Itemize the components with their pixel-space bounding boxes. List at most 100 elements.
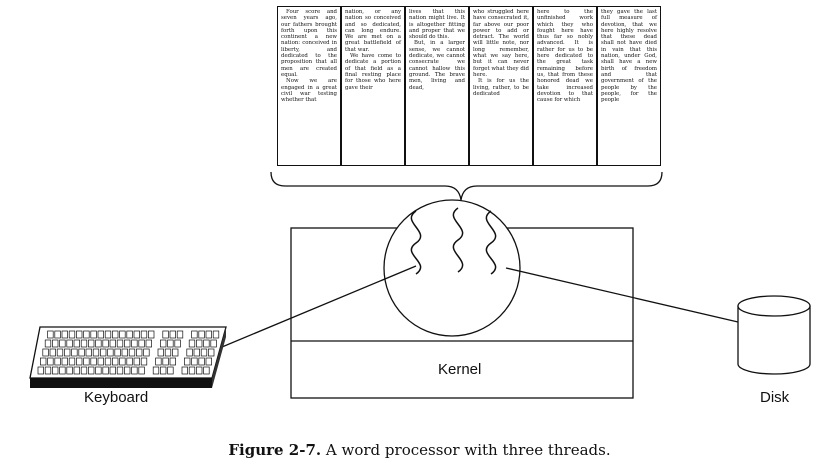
keyboard-key	[61, 357, 68, 366]
keyboard-key	[68, 330, 76, 339]
keyboard-key	[83, 357, 90, 366]
figure-caption: Figure 2-7. A word processor with three …	[0, 441, 839, 459]
document-brace	[270, 171, 663, 201]
keyboard-key	[160, 366, 167, 375]
keyboard-key	[157, 348, 164, 357]
keyboard-key	[169, 357, 176, 366]
keyboard-key	[176, 330, 184, 339]
keyboard-key	[104, 357, 112, 366]
keyboard-key	[100, 348, 107, 357]
keyboard-key	[112, 330, 119, 339]
keyboard-key	[140, 330, 148, 339]
keyboard-key	[47, 357, 54, 366]
keyboard-key	[102, 366, 109, 375]
keyboard-key	[73, 366, 80, 375]
keyboard-key	[198, 330, 205, 339]
keyboard-key	[143, 348, 150, 357]
keyboard-key	[68, 357, 76, 366]
keyboard-key	[188, 339, 196, 348]
keyboard-key	[198, 357, 205, 366]
keyboard-key	[203, 366, 210, 375]
keyboard-key	[61, 330, 68, 339]
figure-number: Figure 2-7.	[228, 441, 322, 459]
keyboard-key	[188, 366, 196, 375]
keyboard-key	[76, 330, 83, 339]
process-circle	[383, 199, 521, 337]
keyboard-key	[169, 330, 176, 339]
keyboard-key	[59, 366, 66, 375]
thread-3	[485, 210, 497, 275]
keyboard-key	[205, 357, 212, 366]
keyboard-key	[37, 366, 44, 375]
keyboard-key	[102, 339, 109, 348]
keyboard-key	[126, 357, 133, 366]
keyboard-key	[73, 339, 80, 348]
keyboard-key	[155, 357, 162, 366]
keyboard-key	[119, 357, 126, 366]
keyboard-key	[47, 330, 54, 339]
keyboard-key	[167, 339, 174, 348]
keyboard-key	[52, 339, 59, 348]
keyboard-key	[138, 339, 145, 348]
keyboard-key	[97, 357, 104, 366]
keyboard-key	[119, 330, 126, 339]
keyboard-key	[128, 348, 136, 357]
keyboard-key	[49, 348, 56, 357]
keyboard-key	[80, 366, 88, 375]
keyboard-key	[78, 348, 85, 357]
keyboard-key	[136, 348, 143, 357]
keyboard-key	[90, 357, 97, 366]
keyboard-key	[56, 348, 64, 357]
keyboard-key	[124, 366, 131, 375]
keyboard-key	[145, 339, 152, 348]
keyboard-key	[191, 330, 198, 339]
keyboard-key	[54, 357, 61, 366]
keyboard-key	[109, 339, 116, 348]
keyboard-key	[59, 339, 66, 348]
keyboard-key	[162, 357, 169, 366]
keyboard-key	[208, 348, 215, 357]
disk-icon	[737, 295, 811, 375]
keyboard-key	[131, 339, 138, 348]
keyboard-key	[83, 330, 90, 339]
keyboard-key	[193, 348, 200, 357]
keyboard-key	[64, 348, 71, 357]
keyboard-key	[174, 339, 181, 348]
keyboard-key	[133, 330, 140, 339]
keyboard-key	[88, 366, 95, 375]
keyboard-key	[44, 339, 52, 348]
keyboard-key	[184, 357, 191, 366]
keyboard-key	[71, 348, 78, 357]
keyboard-key	[164, 348, 172, 357]
keyboard-key	[54, 330, 61, 339]
keyboard-key	[95, 339, 102, 348]
keyboard-key	[116, 366, 124, 375]
keyboard-key	[196, 339, 203, 348]
keyboard-key	[160, 339, 167, 348]
keyboard-key	[42, 348, 49, 357]
keyboard-key	[133, 357, 140, 366]
keyboard-key	[162, 330, 169, 339]
keyboard-key	[124, 339, 131, 348]
figure-caption-text: A word processor with three threads.	[325, 441, 611, 459]
thread-2	[452, 207, 464, 273]
keyboard-key	[152, 366, 160, 375]
keyboard-key	[131, 366, 138, 375]
keyboard-key	[191, 357, 198, 366]
keyboard-key	[116, 339, 124, 348]
keyboard-key	[44, 366, 52, 375]
keyboard-key	[97, 330, 104, 339]
keyboard-key	[196, 366, 203, 375]
keyboard-key	[121, 348, 128, 357]
keyboard-key	[212, 330, 220, 339]
keyboard-key	[85, 348, 92, 357]
keyboard-key	[90, 330, 97, 339]
keyboard-key	[112, 357, 119, 366]
kernel-label: Kernel	[438, 361, 482, 378]
keyboard-key	[52, 366, 59, 375]
keyboard-label: Keyboard	[84, 389, 149, 406]
keyboard-connection-line	[209, 265, 417, 353]
keyboard-key	[92, 348, 100, 357]
keyboard-key	[203, 339, 210, 348]
